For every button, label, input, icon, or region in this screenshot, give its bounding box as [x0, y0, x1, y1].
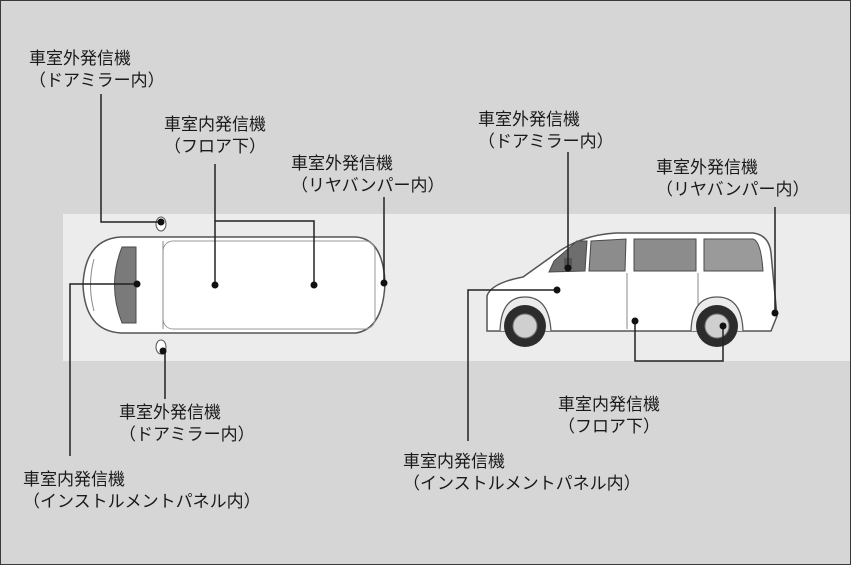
label-line2: （リヤバンパー内）: [656, 180, 810, 200]
label-line2: （ドアミラー内）: [478, 132, 614, 152]
side-view-front-rim: [512, 313, 538, 339]
label-line2: （フロア下）: [164, 137, 266, 157]
dot-side-ext-mirror: [564, 264, 572, 272]
leader-lines: [69, 94, 776, 456]
label-line1: 車室外発信機: [478, 110, 580, 130]
label-side-ext-bumper: 車室外発信機 （リヤバンパー内）: [656, 157, 810, 201]
leader-side-int-panel: [467, 289, 557, 441]
side-view-middle-window: [633, 238, 697, 272]
top-view-hood: [90, 258, 95, 312]
dot-side-int-panel: [553, 286, 561, 294]
label-top-int-panel: 車室内発信機 （インストルメントパネル内）: [23, 469, 261, 513]
label-line1: 車室外発信機: [656, 158, 758, 178]
side-view-front-window: [588, 238, 627, 272]
top-view-windshield: [114, 246, 137, 324]
label-side-int-floor: 車室内発信機 （フロア下）: [558, 394, 660, 438]
label-line1: 車室外発信機: [29, 49, 131, 69]
label-top-ext-mirror-bottom: 車室外発信機 （ドアミラー内）: [119, 402, 255, 446]
dot-top-int-floor-front: [211, 281, 219, 289]
dot-top-int-floor-rear: [310, 281, 318, 289]
leader-top-int-panel: [69, 283, 137, 456]
dot-top-ext-mirror-upper: [157, 218, 165, 226]
component-dots: [133, 218, 779, 355]
label-side-int-panel: 車室内発信機 （インストルメントパネル内）: [403, 451, 641, 495]
dot-top-ext-mirror-lower: [159, 347, 167, 355]
dot-top-ext-bumper: [380, 279, 388, 287]
label-line2: （リヤバンパー内）: [291, 176, 445, 196]
label-line1: 車室内発信機: [164, 115, 266, 135]
label-line2: （インストルメントパネル内）: [403, 474, 641, 494]
label-top-ext-mirror-top: 車室外発信機 （ドアミラー内）: [29, 48, 165, 92]
leader-side-int-floor: [634, 321, 724, 362]
dot-side-ext-bumper: [771, 309, 779, 317]
leader-top-ext-mirror-top: [100, 94, 161, 223]
leader-top-int-floor-branch: [215, 220, 315, 285]
label-line1: 車室外発信機: [119, 403, 221, 423]
label-line2: （ドアミラー内）: [29, 71, 165, 91]
label-line2: （ドアミラー内）: [119, 425, 255, 445]
label-line2: （フロア下）: [558, 417, 660, 437]
label-line1: 車室外発信機: [291, 154, 393, 174]
side-view-van: [486, 232, 778, 347]
label-side-ext-mirror: 車室外発信機 （ドアミラー内）: [478, 109, 614, 153]
dot-top-int-panel: [133, 280, 141, 288]
top-view-body: [82, 236, 386, 334]
dot-side-int-floor-front: [631, 317, 639, 325]
side-view-rear-window: [703, 238, 764, 272]
top-view-van: [82, 216, 386, 355]
label-line1: 車室内発信機: [558, 395, 660, 415]
label-line2: （インストルメントパネル内）: [23, 492, 261, 512]
label-top-ext-bumper: 車室外発信機 （リヤバンパー内）: [291, 153, 445, 197]
label-line1: 車室内発信機: [23, 470, 125, 490]
dot-side-int-floor-rear: [719, 322, 727, 330]
label-line1: 車室内発信機: [403, 452, 505, 472]
label-top-int-floor: 車室内発信機 （フロア下）: [164, 114, 266, 158]
